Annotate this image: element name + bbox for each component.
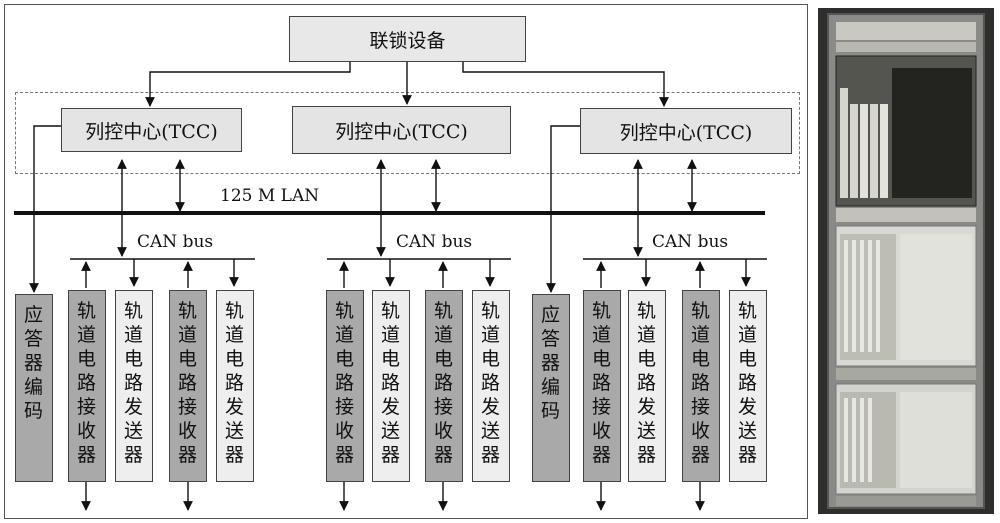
tcc-box-2: 列控中心(TCC) — [292, 106, 511, 154]
tcc-label: 列控中心(TCC) — [619, 121, 753, 144]
tcc-box-3: 列控中心(TCC) — [580, 108, 792, 154]
device-text: 轨道电路发送器 — [225, 300, 245, 466]
device-text: 轨道电路发送器 — [637, 300, 657, 466]
receiver-box: 轨道电路接收器 — [682, 290, 720, 482]
can-bus-label-1: CAN bus — [137, 232, 214, 252]
tcc-label: 列控中心(TCC) — [335, 120, 468, 143]
device-text: 轨道电路发送器 — [381, 300, 401, 466]
connection-wires — [14, 62, 767, 511]
transmitter-box: 轨道电路发送器 — [372, 290, 410, 482]
cabinet-drawing — [818, 8, 994, 514]
diagram-frame — [4, 4, 808, 519]
receiver-box: 轨道电路接收器 — [583, 290, 621, 482]
transmitter-box: 轨道电路发送器 — [729, 290, 767, 482]
transmitter-box: 轨道电路发送器 — [115, 290, 153, 482]
transmitter-box: 轨道电路发送器 — [472, 290, 510, 482]
device-text: 轨道电路发送器 — [124, 300, 144, 466]
device-text: 轨道电路接收器 — [335, 300, 355, 466]
device-text: 轨道电路接收器 — [691, 300, 711, 466]
receiver-box: 轨道电路接收器 — [68, 290, 106, 482]
device-text: 轨道电路发送器 — [481, 300, 501, 466]
receiver-box: 轨道电路接收器 — [326, 290, 364, 482]
can-bus-label-3: CAN bus — [652, 232, 729, 252]
lan-label: 125 M LAN — [220, 186, 320, 206]
device-text: 轨道电路接收器 — [77, 300, 97, 466]
balise-encoder-box: 应答器编码 — [532, 294, 570, 482]
device-text: 应答器编码 — [24, 304, 44, 422]
tcc-box-1: 列控中心(TCC) — [61, 108, 242, 152]
equipment-cabinet-photo — [818, 8, 994, 514]
transmitter-box: 轨道电路发送器 — [628, 290, 666, 482]
device-text: 应答器编码 — [541, 304, 561, 422]
device-text: 轨道电路接收器 — [434, 300, 454, 466]
interlock-box: 联锁设备 — [289, 16, 526, 62]
transmitter-box: 轨道电路发送器 — [216, 290, 254, 482]
balise-encoder-box: 应答器编码 — [15, 294, 53, 482]
tcc-label: 列控中心(TCC) — [85, 120, 218, 143]
device-text: 轨道电路发送器 — [738, 300, 758, 466]
can-bus-label-2: CAN bus — [396, 232, 473, 252]
device-text: 轨道电路接收器 — [592, 300, 612, 466]
receiver-box: 轨道电路接收器 — [169, 290, 207, 482]
interlock-label: 联锁设备 — [369, 29, 446, 52]
device-text: 轨道电路接收器 — [178, 300, 198, 466]
receiver-box: 轨道电路接收器 — [425, 290, 463, 482]
